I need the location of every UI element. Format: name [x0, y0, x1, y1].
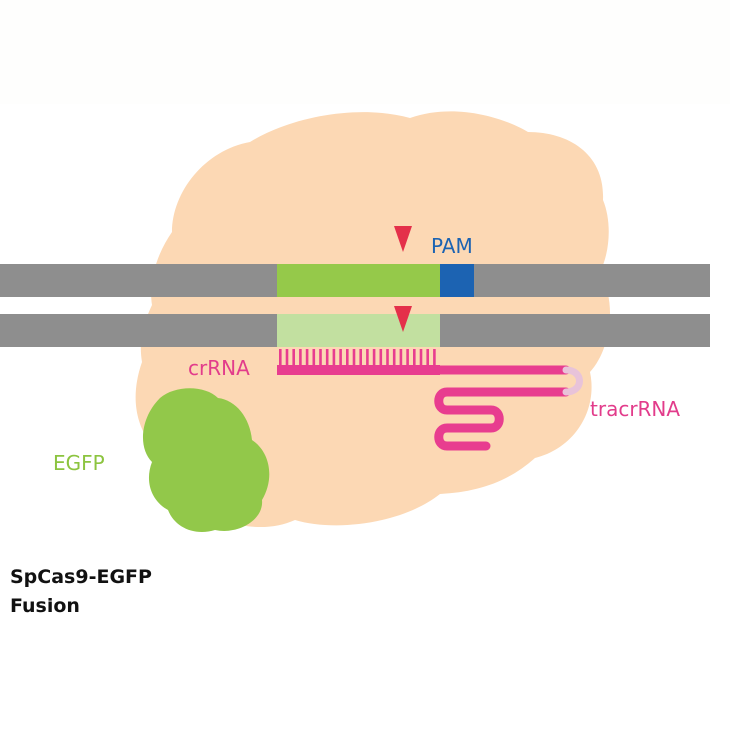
crrna-backbone: [277, 365, 440, 375]
tracrrna-strand: [434, 365, 571, 451]
crrna-base-tooth: [386, 349, 389, 367]
crrna-base-pairs: [279, 349, 436, 367]
crrna-base-tooth: [426, 349, 429, 367]
caption-line-2: Fusion: [10, 595, 80, 617]
target-sequence-bottom: [277, 314, 440, 347]
egfp-blob: [142, 388, 270, 532]
figure-caption: SpCas9-EGFP Fusion: [10, 563, 152, 621]
crrna-base-tooth: [299, 349, 302, 367]
crrna-base-tooth: [279, 349, 282, 367]
target-sequence-top: [277, 264, 440, 297]
tracrrna-loop: [562, 366, 583, 396]
crrna-base-tooth: [379, 349, 383, 367]
crrna-base-tooth: [366, 349, 369, 367]
crrna-base-tooth: [352, 349, 356, 367]
egfp-label: EGFP: [53, 451, 105, 475]
crrna-base-tooth: [285, 349, 289, 367]
crrna-base-tooth: [392, 349, 396, 367]
crrna-base-tooth: [406, 349, 409, 367]
upper-panel: [0, 0, 730, 104]
pam-sequence: [440, 264, 474, 297]
crrna-base-tooth: [372, 349, 376, 367]
crrna-base-tooth: [319, 349, 322, 367]
crrna-base-tooth: [339, 349, 342, 367]
crrna-base-tooth: [325, 349, 329, 367]
crrna-base-tooth: [413, 349, 416, 367]
crrna-base-tooth: [433, 349, 436, 367]
cut-site-marker-top: [394, 226, 412, 252]
crrna-base-tooth: [292, 349, 295, 367]
caption-line-1: SpCas9-EGFP: [10, 566, 152, 588]
crrna-base-tooth: [312, 349, 316, 367]
crrna-base-tooth: [399, 349, 403, 367]
pam-label: PAM: [431, 234, 473, 258]
cut-site-marker-bottom: [394, 306, 412, 332]
crrna-base-tooth: [332, 349, 336, 367]
crrna-base-tooth: [346, 349, 349, 367]
crrna-base-tooth: [359, 349, 362, 367]
crrna-label: crRNA: [188, 356, 250, 380]
crrna-base-tooth: [419, 349, 423, 367]
tracrrna-label: tracrRNA: [590, 397, 680, 421]
crrna-base-tooth: [305, 349, 309, 367]
